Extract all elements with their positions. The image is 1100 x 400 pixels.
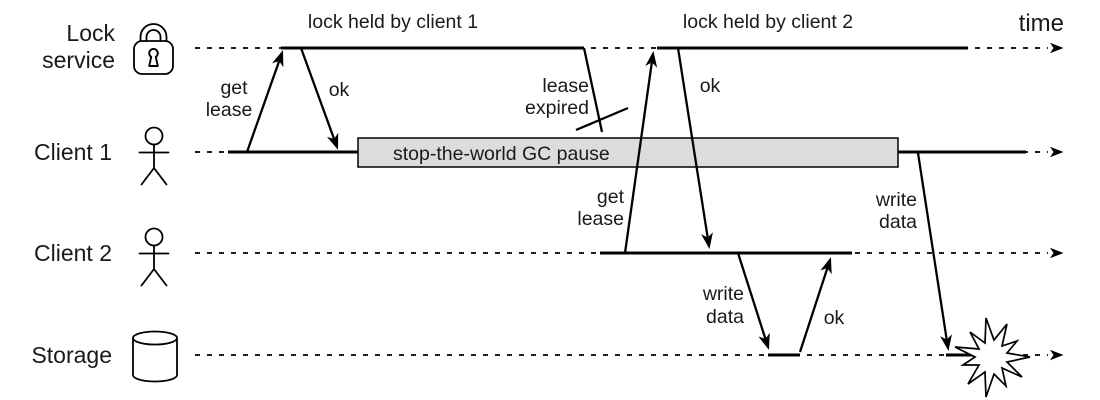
person-icon — [138, 227, 170, 287]
corruption-starburst-icon — [954, 317, 1031, 398]
write-data-client2-line2: data — [706, 306, 744, 328]
get-lease-1-line1: get — [220, 77, 248, 99]
ok-2-arrow — [676, 47, 713, 249]
get-lease-2-line1: get — [597, 186, 625, 208]
ok-storage-label: ok — [824, 307, 845, 329]
get-lease-2-line2: lease — [577, 208, 624, 230]
get-lease-1-line2: lease — [206, 99, 253, 121]
database-cylinder-icon — [132, 330, 178, 383]
client2-time-arrowhead — [1050, 247, 1064, 259]
ok-2-label: ok — [700, 75, 721, 97]
row-label-storage: Storage — [31, 342, 112, 368]
person-icon — [138, 126, 170, 186]
write-data-client2-arrow — [736, 252, 770, 350]
get-lease-2-arrow — [623, 51, 658, 254]
lease-expired-line1: lease — [542, 75, 589, 97]
gc-pause-rect — [357, 137, 899, 168]
storage-time-arrowhead — [1050, 349, 1064, 361]
ok-storage-arrow — [798, 257, 832, 353]
lock-service-time-arrowhead — [1050, 42, 1064, 54]
get-lease-1-arrow — [245, 50, 284, 153]
time-axis-label: time — [1019, 10, 1064, 37]
gc-pause-label: stop-the-world GC pause — [393, 143, 610, 165]
row-label-lock-service: Lock service — [42, 20, 115, 73]
ok-1-label: ok — [329, 79, 350, 101]
row-label-client2: Client 2 — [34, 240, 112, 266]
lease-expired-label: lease expired — [525, 75, 589, 119]
write-data-client2-label: write data — [702, 283, 744, 328]
write-data-client1-line2: data — [879, 211, 917, 233]
lease-expired-arrow — [575, 47, 629, 133]
ok-1-arrow — [299, 47, 339, 150]
row-label-client1: Client 1 — [34, 139, 112, 165]
lock-held-client1-label: lock held by client 1 — [308, 11, 478, 33]
lock-held-client2-label: lock held by client 2 — [683, 11, 853, 33]
get-lease-2-label: get lease — [577, 186, 624, 230]
write-data-client1-line1: write — [875, 189, 917, 211]
write-data-client2-line1: write — [702, 283, 744, 305]
gc-pause-box: stop-the-world GC pause — [357, 137, 899, 168]
lock-service-label-line2: service — [42, 47, 115, 73]
write-data-client1-arrow — [916, 152, 952, 351]
lock-service-label-line1: Lock — [66, 20, 115, 46]
get-lease-1-label: get lease — [206, 77, 253, 121]
lease-expired-cross-icon — [575, 106, 629, 132]
lease-expired-line2: expired — [525, 97, 589, 119]
padlock-icon — [133, 23, 174, 75]
write-data-client1-label: write data — [875, 189, 917, 233]
lease-expired-line — [582, 47, 604, 133]
client1-time-arrowhead — [1050, 146, 1064, 158]
